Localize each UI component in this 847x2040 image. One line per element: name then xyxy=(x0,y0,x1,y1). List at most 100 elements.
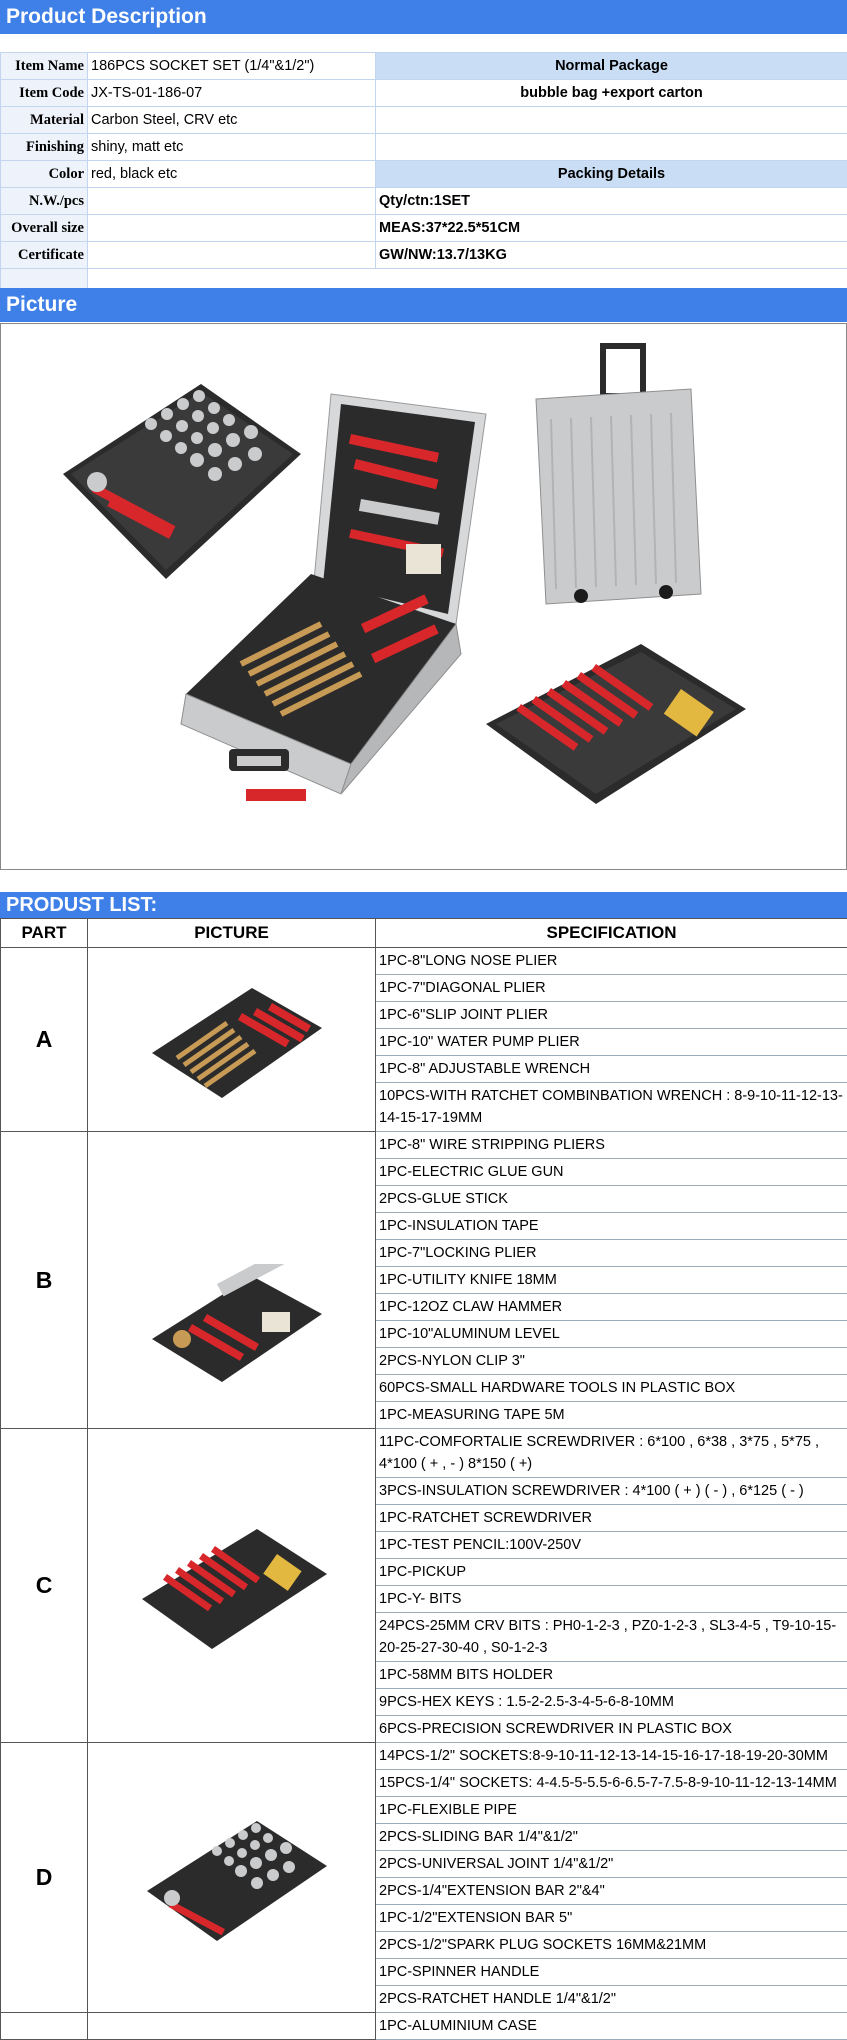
screwdriver-tray-image xyxy=(486,644,746,804)
spec-item: 1PC-PICKUP xyxy=(376,1559,847,1586)
spec-item: 1PC-INSULATION TAPE xyxy=(376,1213,847,1240)
product-info-table: Item Name 186PCS SOCKET SET (1/4"&1/2") … xyxy=(0,52,847,296)
product-photo-illustration xyxy=(1,324,846,869)
info-row: Color red, black etc Packing Details xyxy=(1,161,847,188)
spec-item: 1PC-12OZ CLAW HAMMER xyxy=(376,1294,847,1321)
spec-item: 1PC-RATCHET SCREWDRIVER xyxy=(376,1505,847,1532)
info-value: red, black etc xyxy=(88,161,376,188)
normal-package-heading: Normal Package xyxy=(376,53,847,80)
info-label: Material xyxy=(1,107,88,134)
packing-details-heading: Packing Details xyxy=(376,161,847,188)
info-label: Finishing xyxy=(1,134,88,161)
part-c-image xyxy=(88,1429,376,1743)
info-row: Certificate GW/NW:13.7/13KG xyxy=(1,242,847,269)
table-row: D 14PCS-1/2" SOCKETS:8-9-10-11-12-13-14-… xyxy=(1,1743,847,1770)
spec-item: 1PC-TEST PENCIL:100V-250V xyxy=(376,1532,847,1559)
spec-item: 1PC-10"ALUMINUM LEVEL xyxy=(376,1321,847,1348)
spec-item: 2PCS-1/2"SPARK PLUG SOCKETS 16MM&21MM xyxy=(376,1932,847,1959)
info-label: Item Name xyxy=(1,53,88,80)
info-row: N.W./pcs Qty/ctn:1SET xyxy=(1,188,847,215)
product-list-header-row: PART PICTURE SPECIFICATION xyxy=(1,919,847,948)
spec-item: 2PCS-UNIVERSAL JOINT 1/4"&1/2" xyxy=(376,1851,847,1878)
packing-weight: GW/NW:13.7/13KG xyxy=(376,242,847,269)
picture-header: Picture xyxy=(0,288,847,322)
spec-item: 1PC-MEASURING TAPE 5M xyxy=(376,1402,847,1429)
info-right-cell xyxy=(376,107,847,134)
info-value xyxy=(88,188,376,215)
spec-item: 2PCS-GLUE STICK xyxy=(376,1186,847,1213)
info-row: Finishing shiny, matt etc xyxy=(1,134,847,161)
trolley-case-image xyxy=(536,346,701,604)
info-label: Color xyxy=(1,161,88,188)
screwdriver-set-tray-image xyxy=(127,1514,337,1654)
spec-item: 1PC-6"SLIP JOINT PLIER xyxy=(376,1002,847,1029)
spec-item: 1PC-10" WATER PUMP PLIER xyxy=(376,1029,847,1056)
spec-item: 2PCS-RATCHET HANDLE 1/4"&1/2" xyxy=(376,1986,847,2013)
product-photo xyxy=(0,323,847,870)
spec-item: 15PCS-1/4" SOCKETS: 4-4.5-5-5.5-6-6.5-7-… xyxy=(376,1770,847,1797)
part-column-header: PART xyxy=(1,919,88,948)
spec-item: 14PCS-1/2" SOCKETS:8-9-10-11-12-13-14-15… xyxy=(376,1743,847,1770)
info-value: 186PCS SOCKET SET (1/4"&1/2") xyxy=(88,53,376,80)
product-list-table: PART PICTURE SPECIFICATION A xyxy=(0,918,847,2040)
table-row: C 11PC-COMFORTALIE SCREWDRIVER : 6*100 ,… xyxy=(1,1429,847,1478)
spec-item: 1PC-ELECTRIC GLUE GUN xyxy=(376,1159,847,1186)
info-value xyxy=(88,242,376,269)
spec-item: 1PC-FLEXIBLE PIPE xyxy=(376,1797,847,1824)
part-a-image xyxy=(88,948,376,1132)
spec-item: 1PC-7"LOCKING PLIER xyxy=(376,1240,847,1267)
spec-item: 3PCS-INSULATION SCREWDRIVER : 4*100 ( + … xyxy=(376,1478,847,1505)
picture-column-header: PICTURE xyxy=(88,919,376,948)
info-value: Carbon Steel, CRV etc xyxy=(88,107,376,134)
normal-package-value: bubble bag +export carton xyxy=(376,80,847,107)
part-d-image xyxy=(88,1743,376,2013)
spec-item: 2PCS-SLIDING BAR 1/4"&1/2" xyxy=(376,1824,847,1851)
spec-item: 1PC-7"DIAGONAL PLIER xyxy=(376,975,847,1002)
table-row: 1PC-ALUMINIUM CASE xyxy=(1,2013,847,2040)
part-label-d: D xyxy=(1,1743,88,2013)
info-row: Item Code JX-TS-01-186-07 bubble bag +ex… xyxy=(1,80,847,107)
info-row: Overall size MEAS:37*22.5*51CM xyxy=(1,215,847,242)
info-value xyxy=(88,215,376,242)
spec-item: 1PC-1/2"EXTENSION BAR 5" xyxy=(376,1905,847,1932)
hammer-level-tray-image xyxy=(132,1264,332,1384)
info-label: Certificate xyxy=(1,242,88,269)
spec-item: 1PC-8" ADJUSTABLE WRENCH xyxy=(376,1056,847,1083)
product-list-header: PRODUST LIST: xyxy=(0,892,847,918)
packing-meas: MEAS:37*22.5*51CM xyxy=(376,215,847,242)
info-label: Item Code xyxy=(1,80,88,107)
info-row: Material Carbon Steel, CRV etc xyxy=(1,107,847,134)
info-value: shiny, matt etc xyxy=(88,134,376,161)
spec-item: 1PC-Y- BITS xyxy=(376,1586,847,1613)
spec-item: 2PCS-1/4"EXTENSION BAR 2"&4" xyxy=(376,1878,847,1905)
packing-qty: Qty/ctn:1SET xyxy=(376,188,847,215)
info-row: Item Name 186PCS SOCKET SET (1/4"&1/2") … xyxy=(1,53,847,80)
spec-item: 1PC-8" WIRE STRIPPING PLIERS xyxy=(376,1132,847,1159)
spec-item: 1PC-58MM BITS HOLDER xyxy=(376,1662,847,1689)
info-value: JX-TS-01-186-07 xyxy=(88,80,376,107)
spec-item: 1PC-SPINNER HANDLE xyxy=(376,1959,847,1986)
part-label-empty xyxy=(1,2013,88,2040)
picture-empty-cell xyxy=(88,2013,376,2040)
specification-column-header: SPECIFICATION xyxy=(376,919,847,948)
spec-item: 10PCS-WITH RATCHET COMBINBATION WRENCH :… xyxy=(376,1083,847,1132)
socket-tray-image xyxy=(63,384,301,579)
part-b-image xyxy=(88,1132,376,1429)
spec-item: 60PCS-SMALL HARDWARE TOOLS IN PLASTIC BO… xyxy=(376,1375,847,1402)
spec-item: 2PCS-NYLON CLIP 3" xyxy=(376,1348,847,1375)
spec-item: 6PCS-PRECISION SCREWDRIVER IN PLASTIC BO… xyxy=(376,1716,847,1743)
part-label-a: A xyxy=(1,948,88,1132)
table-row: A 1PC-8"LONG NOSE PLIER xyxy=(1,948,847,975)
spec-item: 1PC-8"LONG NOSE PLIER xyxy=(376,948,847,975)
info-label: Overall size xyxy=(1,215,88,242)
spec-item: 1PC-UTILITY KNIFE 18MM xyxy=(376,1267,847,1294)
part-label-b: B xyxy=(1,1132,88,1429)
spec-item: 24PCS-25MM CRV BITS : PH0-1-2-3 , PZ0-1-… xyxy=(376,1613,847,1662)
info-label: N.W./pcs xyxy=(1,188,88,215)
product-description-header: Product Description xyxy=(0,0,847,34)
spec-item: 1PC-ALUMINIUM CASE xyxy=(376,2013,847,2040)
table-row: B 1PC-8" WIRE STRIPPING PLIERS xyxy=(1,1132,847,1159)
socket-set-tray-image xyxy=(132,1806,332,1946)
part-label-c: C xyxy=(1,1429,88,1743)
wrench-plier-tray-image xyxy=(132,973,332,1103)
